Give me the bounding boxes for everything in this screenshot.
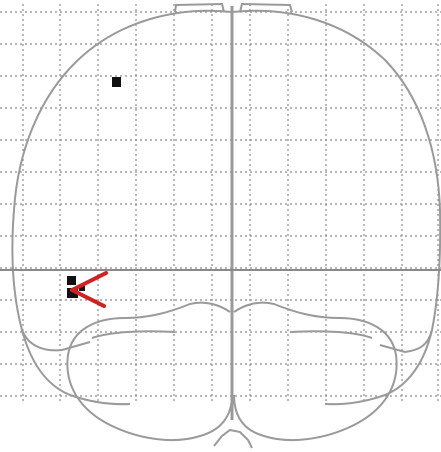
- activation-blob: [112, 77, 121, 87]
- activation-blob: [67, 276, 76, 285]
